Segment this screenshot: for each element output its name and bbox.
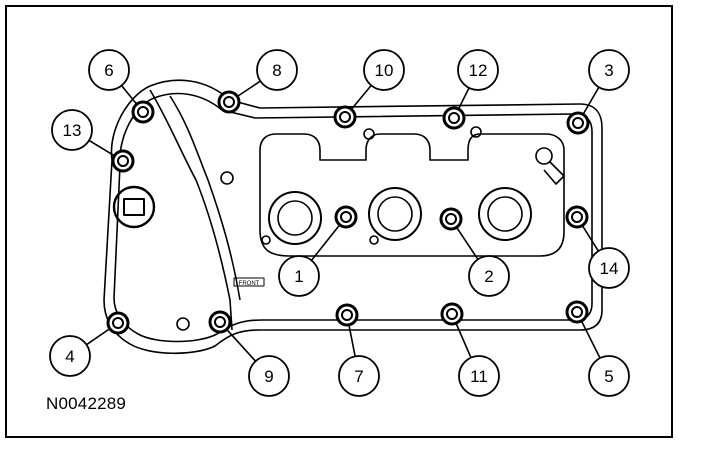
callout-circle-9 <box>248 355 290 397</box>
bolt-6-center <box>137 106 149 118</box>
callout-label-11: 11 <box>470 367 488 386</box>
breather-connector <box>543 161 565 185</box>
leader-line-14 <box>581 224 600 252</box>
stud-small-center <box>369 235 379 245</box>
bolt-10-center <box>339 111 351 123</box>
bolt-7 <box>335 303 359 327</box>
stud-small-top-right <box>470 126 482 138</box>
bolt-12 <box>442 106 466 130</box>
callout-circle-7 <box>338 355 380 397</box>
callout-circle-2 <box>468 255 510 297</box>
bolt-6 <box>131 100 155 124</box>
bolt-9 <box>208 310 232 334</box>
bolt-layer <box>106 90 590 335</box>
bolt-5 <box>565 300 589 324</box>
figure-reference-code: N0042289 <box>46 394 127 413</box>
plug-tube-1-outer <box>268 191 322 245</box>
callout-circle-4 <box>49 335 91 377</box>
leader-line-1 <box>310 223 342 261</box>
bolt-8-center <box>223 96 235 108</box>
leader-line-2 <box>455 226 479 260</box>
callout-label-4: 4 <box>65 347 74 366</box>
gasket-line <box>113 92 593 343</box>
bolt-2-center <box>445 213 457 225</box>
leader-line-12 <box>457 87 470 111</box>
bolt-3-center <box>572 117 584 129</box>
callout-circle-13 <box>51 109 93 151</box>
bolt-13 <box>111 149 135 173</box>
bolt-8 <box>217 90 241 114</box>
callout-label-12: 12 <box>469 61 488 80</box>
bolt-4 <box>106 311 130 335</box>
plug-tube-3-inner <box>487 196 523 232</box>
leader-line-13 <box>88 139 116 158</box>
leader-line-10 <box>350 84 372 111</box>
callout-circle-1 <box>278 255 320 297</box>
callout-circle-10 <box>363 49 405 91</box>
callout-label-7: 7 <box>354 367 363 386</box>
callout-label-13: 13 <box>63 121 82 140</box>
plug-tube-2-outer <box>368 187 422 241</box>
leader-line-7 <box>347 323 356 357</box>
leader-line-5 <box>580 319 601 359</box>
leader-line-8 <box>236 80 261 98</box>
bolt-14 <box>565 205 589 229</box>
plug-tube-2-inner <box>377 196 413 232</box>
callout-label-2: 2 <box>484 267 493 286</box>
front-boss <box>149 89 233 331</box>
bolt-1-center <box>340 211 352 223</box>
callout-label-9: 9 <box>264 367 273 386</box>
bolt-14-center <box>571 211 583 223</box>
bolt-11 <box>440 302 464 326</box>
callout-circle-12 <box>457 49 499 91</box>
leader-line-9 <box>225 328 257 362</box>
callout-label-10: 10 <box>375 61 394 80</box>
breather-port <box>535 147 553 165</box>
callout-circle-14 <box>588 247 630 289</box>
callout-label-8: 8 <box>272 61 281 80</box>
oil-fill-cap <box>112 185 156 229</box>
stud-small-front <box>176 317 190 331</box>
stud-small-left <box>220 171 234 185</box>
callout-label-6: 6 <box>104 61 113 80</box>
plug-tube-3-outer <box>478 187 532 241</box>
bolt-3 <box>566 111 590 135</box>
oil-fill-cap-slot <box>123 198 145 216</box>
id-stamp-text: FRONT <box>239 281 260 287</box>
center-plateau <box>259 133 565 257</box>
bolt-2 <box>439 207 463 231</box>
bolt-4-center <box>112 317 124 329</box>
bolt-12-center <box>448 112 460 124</box>
leader-layer <box>86 80 601 362</box>
leader-line-11 <box>454 321 472 358</box>
rib-left <box>169 95 241 301</box>
stud-small-top <box>363 128 375 140</box>
leader-line-6 <box>120 85 138 106</box>
callout-label-5: 5 <box>604 367 613 386</box>
bolt-10 <box>333 105 357 129</box>
callout-circle-5 <box>588 355 630 397</box>
callout-circle-11 <box>458 355 500 397</box>
callout-circle-3 <box>588 49 630 91</box>
bolt-1 <box>334 205 358 229</box>
bolt-11-center <box>446 308 458 320</box>
callout-label-14: 14 <box>600 259 619 278</box>
id-stamp <box>233 277 265 287</box>
callout-label-3: 3 <box>604 61 613 80</box>
callout-label-1: 1 <box>294 267 303 286</box>
leader-line-4 <box>86 327 112 346</box>
callout-circle-8 <box>256 49 298 91</box>
plug-tube-1-inner <box>277 200 313 236</box>
bolt-13-center <box>117 155 129 167</box>
bolt-7-center <box>341 309 353 321</box>
bolt-9-center <box>214 316 226 328</box>
cover-outline <box>103 79 603 355</box>
callout-circle-6 <box>88 49 130 91</box>
leader-line-3 <box>581 86 600 116</box>
stud-small-center-left <box>261 235 271 245</box>
bolt-5-center <box>571 306 583 318</box>
